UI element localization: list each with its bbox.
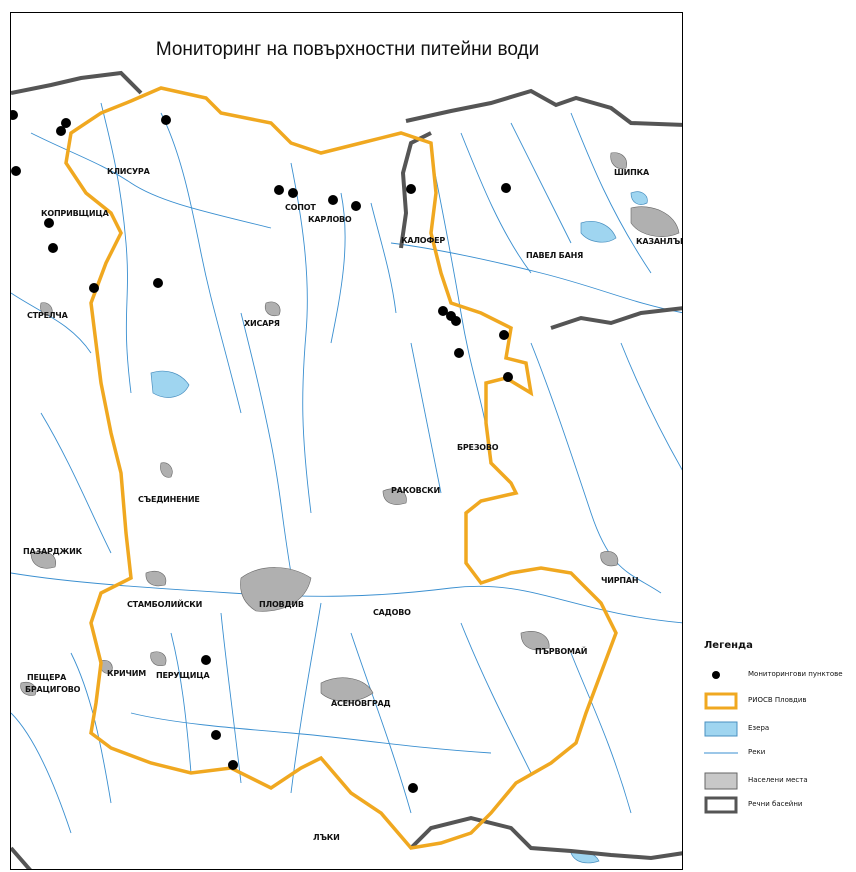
legend-label-points: Мониторингови пунктове xyxy=(748,670,843,678)
town-hisarya: ХИСАРЯ xyxy=(244,319,280,328)
legend-label-riosv: РИОСВ Пловдив xyxy=(748,696,807,704)
town-krichim: КРИЧИМ xyxy=(107,669,147,678)
town-saedinenie: СЪЕДИНЕНИЕ xyxy=(138,495,200,504)
town-sopot: СОПОТ xyxy=(285,203,316,212)
riosv-boundary xyxy=(64,86,618,850)
monitoring-points-layer xyxy=(11,110,513,793)
map-title: Мониторинг на повърхностни питейни води xyxy=(155,39,540,60)
town-pazardzhik: ПАЗАРДЖИК xyxy=(23,547,82,556)
legend-item-lakes: Езера xyxy=(704,720,856,740)
river-basins-layer xyxy=(11,70,682,869)
map-legend: Легенда Мониторингови пунктове РИОСВ Пло… xyxy=(704,640,856,814)
legend-item-points: Мониторингови пунктове xyxy=(704,666,856,686)
town-chirpan: ЧИРПАН xyxy=(601,576,639,585)
legend-label-lakes: Езера xyxy=(748,724,770,732)
town-asenovgrad: АСЕНОВГРАД xyxy=(331,699,391,708)
settlements-layer xyxy=(20,152,680,702)
town-kalofer: КАЛОФЕР xyxy=(401,236,446,245)
map-frame: Мониторинг на повърхностни питейни води … xyxy=(10,12,683,870)
legend-label-rivers: Реки xyxy=(748,748,766,756)
legend-label-basins: Речни басейни xyxy=(748,800,803,808)
town-parvomay: ПЪРВОМАЙ xyxy=(535,647,588,656)
black-dot-icon xyxy=(704,666,738,684)
legend-item-settlements: Населени места xyxy=(704,772,856,792)
town-stamboliyski: СТАМБОЛИЙСКИ xyxy=(127,600,203,609)
town-laki: ЛЪКИ xyxy=(313,833,340,842)
map-canvas xyxy=(11,70,682,869)
legend-title: Легенда xyxy=(704,640,753,651)
legend-item-rivers: Реки xyxy=(704,744,856,764)
river-line-icon xyxy=(704,744,738,762)
orange-outline-icon xyxy=(704,692,738,710)
town-rakovski: РАКОВСКИ xyxy=(391,486,440,495)
town-bratsigovo: БРАЦИГОВО xyxy=(25,685,81,694)
legend-label-settlements: Населени места xyxy=(748,776,808,784)
town-karlovo: КАРЛОВО xyxy=(308,215,352,224)
lake-fill-icon xyxy=(704,720,738,738)
town-perushtitsa: ПЕРУЩИЦА xyxy=(156,671,210,680)
town-kazanlak: КАЗАНЛЪК xyxy=(636,237,683,246)
legend-item-riosv: РИОСВ Пловдив xyxy=(704,692,856,712)
town-plovdiv: ПЛОВДИВ xyxy=(259,600,304,609)
town-klisura: КЛИСУРА xyxy=(107,167,150,176)
basin-outline-icon xyxy=(704,796,738,814)
town-koprivshtica: КОПРИВЩИЦА xyxy=(41,209,109,218)
town-strelcha: СТРЕЛЧА xyxy=(27,311,68,320)
settlement-fill-icon xyxy=(704,772,738,790)
town-pavel-banya: ПАВЕЛ БАНЯ xyxy=(526,251,584,260)
town-shipka: ШИПКА xyxy=(614,168,650,177)
legend-item-basins: Речни басейни xyxy=(704,796,856,816)
town-peshtera: ПЕЩЕРА xyxy=(27,673,67,682)
lakes-layer xyxy=(150,191,648,864)
town-sadovo: САДОВО xyxy=(373,608,411,617)
town-bryazovo: БРЕЗОВО xyxy=(457,443,499,452)
